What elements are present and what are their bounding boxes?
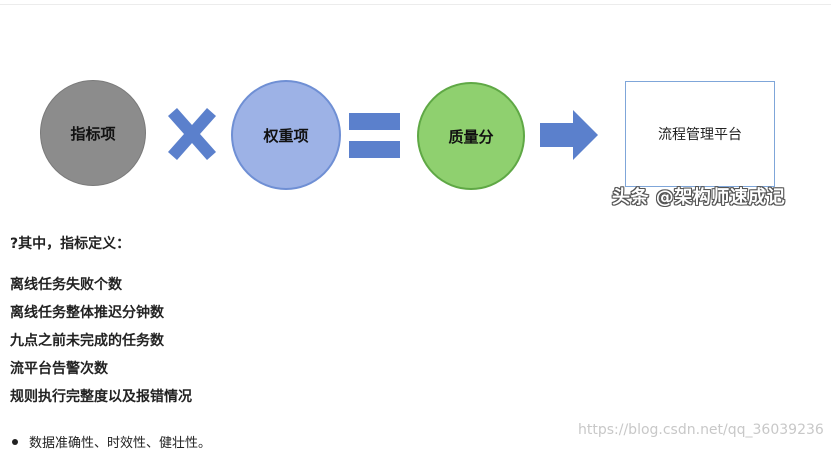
bullet-text: 数据准确性、时效性、健壮性。 — [29, 436, 212, 451]
weight-label: 权重项 — [263, 126, 309, 145]
indicator-label: 指标项 — [70, 124, 116, 143]
multiply-icon — [168, 108, 216, 160]
metric-item: 九点之前未完成的任务数 — [10, 333, 164, 349]
url-watermark: https://blog.csdn.net/qq_36039236 — [578, 422, 824, 438]
toutiao-watermark: 头条 @架构师速成记 — [612, 187, 786, 208]
metrics-list: 离线任务失败个数 离线任务整体推迟分钟数 九点之前未完成的任务数 流平台告警次数… — [10, 274, 192, 414]
metric-item: 流平台告警次数 — [10, 361, 108, 377]
score-circle: 质量分 — [417, 82, 525, 190]
indicator-circle: 指标项 — [40, 80, 146, 186]
platform-label: 流程管理平台 — [658, 127, 742, 143]
top-divider — [0, 4, 831, 5]
bullet-dot — [12, 438, 18, 445]
metric-item: 离线任务失败个数 — [10, 277, 122, 293]
equals-icon — [349, 113, 400, 158]
score-label: 质量分 — [448, 127, 494, 146]
arrow-right-icon — [540, 110, 598, 160]
metric-item: 离线任务整体推迟分钟数 — [10, 305, 164, 321]
platform-box: 流程管理平台 — [625, 81, 775, 187]
intro-text: ?其中，指标定义： — [10, 236, 131, 252]
bullet-item: 数据准确性、时效性、健壮性。 — [12, 432, 211, 451]
weight-circle: 权重项 — [231, 80, 341, 190]
metric-item: 规则执行完整度以及报错情况 — [10, 389, 192, 405]
